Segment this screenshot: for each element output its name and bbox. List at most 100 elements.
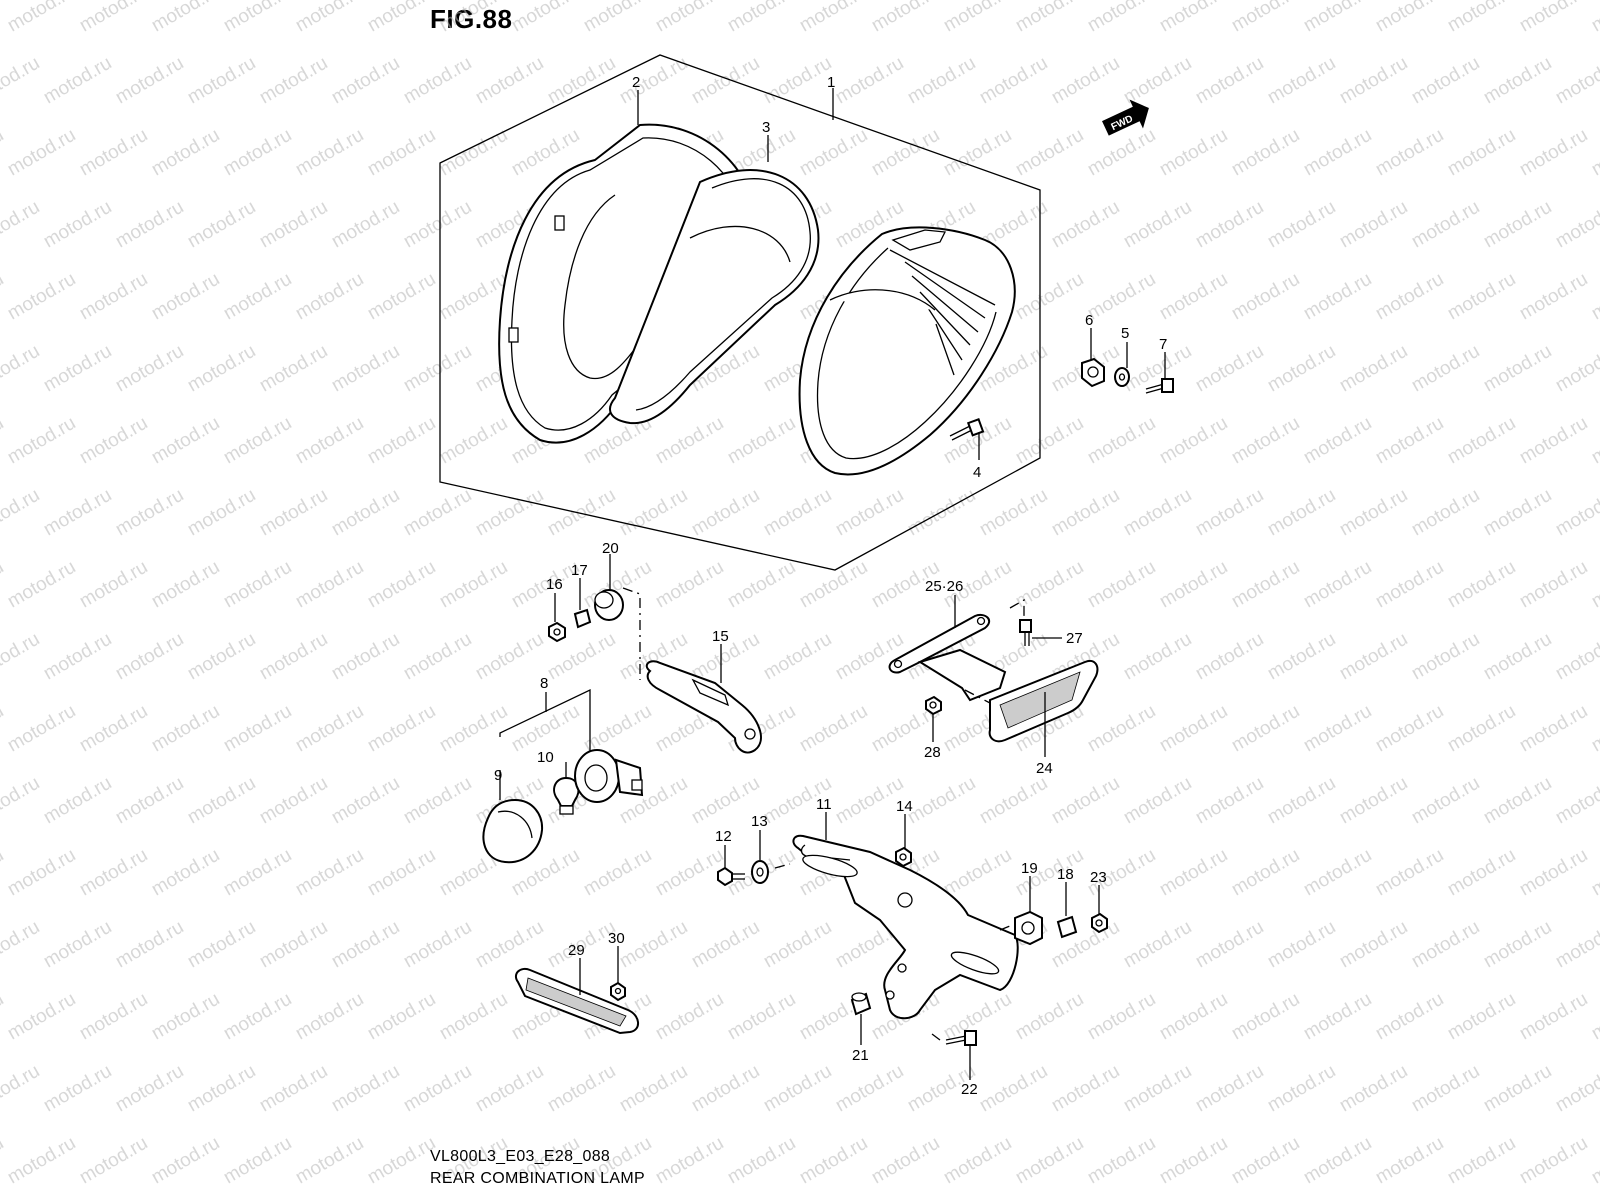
- part-3-lens: [609, 169, 820, 425]
- callout-3: 3: [762, 119, 770, 136]
- watermark-text: motod.ru: [112, 1061, 187, 1117]
- watermark-text: motod.ru: [1084, 989, 1159, 1045]
- watermark-text: motod.ru: [148, 125, 223, 181]
- part-30-nut: [610, 981, 626, 1002]
- watermark-text: motod.ru: [1480, 341, 1555, 397]
- watermark-text: motod.ru: [940, 845, 1015, 901]
- watermark-text: motod.ru: [1372, 125, 1447, 181]
- callout-24: 24: [1036, 760, 1053, 777]
- watermark-text: motod.ru: [1048, 53, 1123, 109]
- watermark-text: motod.ru: [1516, 701, 1591, 757]
- watermark-text: motod.ru: [1192, 341, 1267, 397]
- watermark-text: motod.ru: [112, 485, 187, 541]
- watermark-text: motod.ru: [976, 53, 1051, 109]
- watermark-text: motod.ru: [940, 0, 1015, 36]
- callout-10: 10: [537, 749, 554, 766]
- watermark-text: motod.ru: [1264, 197, 1339, 253]
- part-27-screw: [1019, 619, 1032, 646]
- watermark-text: motod.ru: [220, 989, 295, 1045]
- watermark-text: motod.ru: [364, 989, 439, 1045]
- watermark-text: motod.ru: [436, 0, 511, 36]
- watermark-text: motod.ru: [1192, 53, 1267, 109]
- watermark-text: motod.ru: [0, 485, 43, 541]
- callout-17: 17: [571, 562, 588, 579]
- watermark-text: motod.ru: [1300, 413, 1375, 469]
- watermark-text: motod.ru: [40, 773, 115, 829]
- watermark-text: motod.ru: [832, 53, 907, 109]
- watermark-text: motod.ru: [1372, 0, 1447, 36]
- watermark-text: motod.ru: [1408, 53, 1483, 109]
- callout-27: 27: [1066, 630, 1083, 647]
- watermark-text: motod.ru: [0, 341, 43, 397]
- watermark-text: motod.ru: [1300, 0, 1375, 36]
- watermark-text: motod.ru: [1444, 989, 1519, 1045]
- watermark-text: motod.ru: [904, 53, 979, 109]
- watermark-text: motod.ru: [220, 701, 295, 757]
- watermark-text: motod.ru: [220, 845, 295, 901]
- watermark-text: motod.ru: [1588, 269, 1600, 325]
- watermark-text: motod.ru: [904, 485, 979, 541]
- watermark-text: motod.ru: [328, 629, 403, 685]
- watermark-text: motod.ru: [400, 773, 475, 829]
- watermark-text: motod.ru: [1372, 1133, 1447, 1189]
- watermark-text: motod.ru: [652, 1133, 727, 1189]
- watermark-text: motod.ru: [4, 989, 79, 1045]
- watermark-text: motod.ru: [1120, 197, 1195, 253]
- watermark-text: motod.ru: [1336, 773, 1411, 829]
- watermark-text: motod.ru: [40, 917, 115, 973]
- watermark-text: motod.ru: [1408, 917, 1483, 973]
- watermark-text: motod.ru: [1084, 125, 1159, 181]
- watermark-text: motod.ru: [1084, 701, 1159, 757]
- watermark-text: motod.ru: [184, 917, 259, 973]
- watermark-text: motod.ru: [1156, 1133, 1231, 1189]
- watermark-text: motod.ru: [760, 917, 835, 973]
- watermark-text: motod.ru: [976, 773, 1051, 829]
- mounting-guide-lines: [774, 863, 1011, 931]
- watermark-text: motod.ru: [292, 845, 367, 901]
- watermark-text: motod.ru: [832, 485, 907, 541]
- watermark-text: motod.ru: [148, 1133, 223, 1189]
- callout-20: 20: [602, 540, 619, 557]
- watermark-text: motod.ru: [220, 1133, 295, 1189]
- watermark-text: motod.ru: [688, 485, 763, 541]
- watermark-text: motod.ru: [40, 197, 115, 253]
- part-17-collar: [573, 608, 592, 629]
- watermark-text: motod.ru: [1480, 485, 1555, 541]
- watermark-text: motod.ru: [256, 629, 331, 685]
- watermark-text: motod.ru: [148, 269, 223, 325]
- watermark-text: motod.ru: [580, 845, 655, 901]
- part-9-lens-cap: [482, 798, 544, 864]
- watermark-text: motod.ru: [796, 1133, 871, 1189]
- watermark-text: motod.ru: [1516, 413, 1591, 469]
- watermark-text: motod.ru: [1012, 0, 1087, 36]
- watermark-text: motod.ru: [1048, 197, 1123, 253]
- part-28-nut: [925, 695, 942, 716]
- watermark-text: motod.ru: [760, 1061, 835, 1117]
- watermark-text: motod.ru: [1120, 1061, 1195, 1117]
- part-16-nut: [548, 621, 566, 643]
- watermark-text: motod.ru: [364, 557, 439, 613]
- watermark-text: motod.ru: [1588, 413, 1600, 469]
- watermark-text: motod.ru: [724, 1133, 799, 1189]
- watermark-text: motod.ru: [1156, 845, 1231, 901]
- watermark-text: motod.ru: [328, 341, 403, 397]
- watermark-text: motod.ru: [148, 701, 223, 757]
- watermark-text: motod.ru: [1408, 485, 1483, 541]
- watermark-text: motod.ru: [1336, 341, 1411, 397]
- watermark-text: motod.ru: [148, 413, 223, 469]
- watermark-text: motod.ru: [1444, 413, 1519, 469]
- part-1-housing: [798, 226, 1016, 476]
- watermark-text: motod.ru: [76, 557, 151, 613]
- watermark-text: motod.ru: [1228, 1133, 1303, 1189]
- callout-18: 18: [1057, 866, 1074, 883]
- watermark-text: motod.ru: [1264, 773, 1339, 829]
- watermark-text: motod.ru: [400, 53, 475, 109]
- watermark-text: motod.ru: [1228, 125, 1303, 181]
- watermark-text: motod.ru: [40, 341, 115, 397]
- watermark-text: motod.ru: [436, 413, 511, 469]
- watermark-text: motod.ru: [724, 0, 799, 36]
- watermark-text: motod.ru: [76, 845, 151, 901]
- watermark-text: motod.ru: [616, 917, 691, 973]
- watermark-text: motod.ru: [1336, 197, 1411, 253]
